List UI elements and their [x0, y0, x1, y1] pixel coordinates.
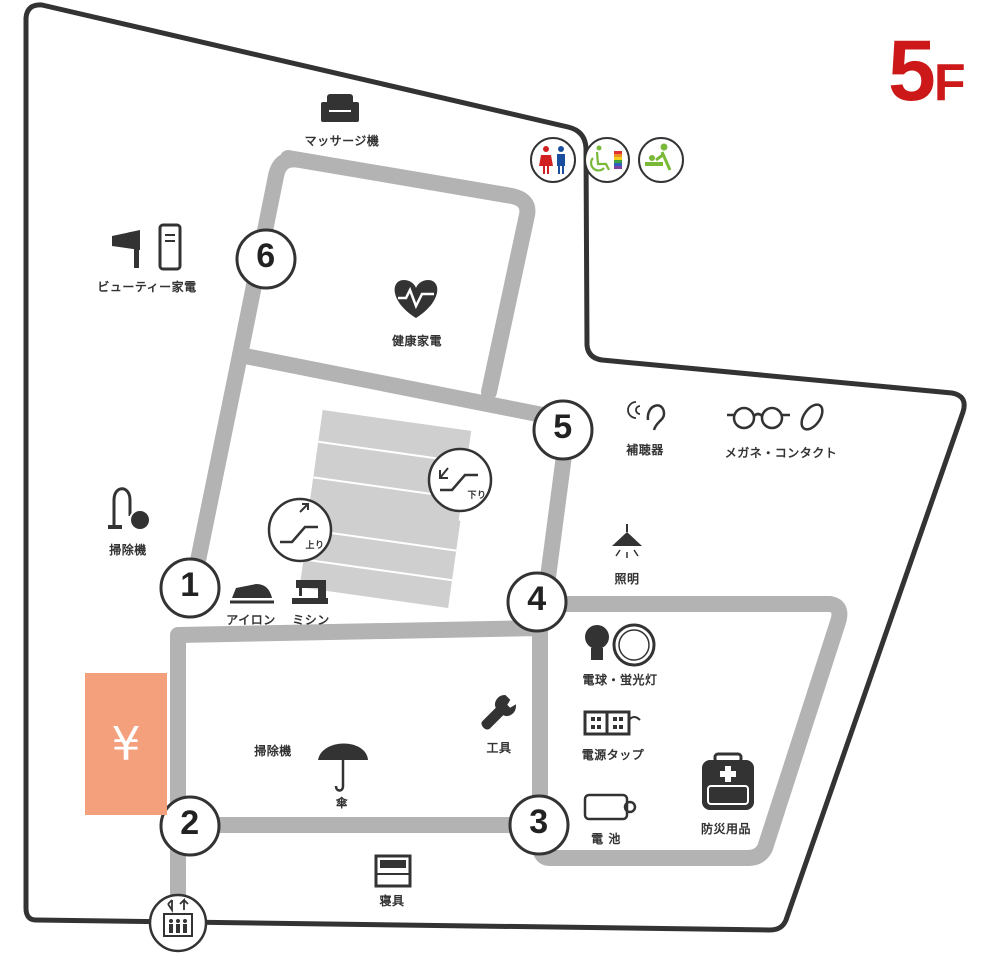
light-bulb-icon [585, 623, 656, 667]
escalator-up-label: 上り [305, 541, 325, 551]
escalator-down-icon[interactable] [427, 447, 493, 513]
walkway-right-loop [532, 596, 848, 866]
area-markers [159, 228, 594, 857]
walkway-upper-block [232, 150, 536, 400]
heart-pulse-icon [394, 280, 438, 318]
vacuum-cleaner-icon [108, 487, 151, 531]
marker-2[interactable] [159, 795, 221, 857]
marker-6[interactable] [235, 228, 297, 290]
zone-label-hearing-aid: 補聴器 [626, 443, 664, 457]
iron-icon [230, 584, 274, 604]
hair-dryer-icon [112, 223, 182, 271]
zone-label-umbrella: 傘 [335, 796, 349, 810]
zone-label-tools: 工具 [486, 741, 512, 755]
elevator-icon[interactable] [148, 893, 208, 953]
marker-5-label: 5 [553, 408, 573, 446]
atm-yen-icon[interactable]: ¥ [85, 673, 167, 815]
power-strip-icon [583, 710, 641, 736]
zone-label-disaster-supplies: 防災用品 [700, 822, 752, 836]
zone-label-iron: アイロン [226, 613, 276, 627]
marker-6-label: 6 [256, 237, 276, 275]
zone-label-power-strip: 電源タップ [581, 748, 645, 762]
zone-label-glasses-contacts: メガネ・コンタクト [724, 446, 838, 460]
zone-label-massage-chair: マッサージ機 [304, 134, 380, 148]
bed-icon [374, 854, 412, 888]
escalator-up-stripes [299, 499, 461, 609]
wrench-icon [481, 694, 517, 730]
marker-1-label: 1 [180, 566, 200, 604]
floor-number-digit: 5 [888, 23, 936, 119]
hearing-aid-icon [627, 401, 666, 431]
zone-label-beauty-appliances: ビューティー家電 [97, 280, 197, 294]
marker-3[interactable] [508, 794, 570, 856]
floor-number-suffix: F [933, 54, 966, 112]
zone-label-bulbs-fluorescent: 電球・蛍光灯 [582, 673, 658, 687]
accessible-restroom-icon[interactable] [584, 137, 630, 183]
zone-label-vacuum-upper: 掃除機 [109, 543, 147, 557]
battery-icon [583, 793, 637, 821]
marker-5[interactable] [532, 399, 594, 461]
massage-chair-icon [321, 94, 359, 122]
marker-2-label: 2 [180, 804, 200, 842]
glasses-icon [727, 403, 824, 431]
zone-label-bedding: 寝具 [379, 894, 405, 908]
zone-label-health-appliances: 健康家電 [391, 334, 443, 348]
escalator-up-icon[interactable] [267, 497, 333, 563]
walkway-middle-loop [170, 620, 548, 913]
ceiling-lamp-icon [612, 524, 642, 558]
restroom-icon[interactable] [530, 137, 576, 183]
sewing-machine-icon [292, 580, 328, 604]
zone-label-lighting: 照明 [614, 572, 640, 586]
zone-label-batteries: 電 池 [591, 832, 621, 846]
escalator-down-label: 下り [467, 491, 487, 501]
marker-4[interactable] [506, 571, 568, 633]
zone-label-vacuum-lower: 掃除機 [254, 744, 292, 758]
marker-3-label: 3 [529, 803, 549, 841]
floor-number: 5F [888, 22, 966, 121]
walkways [170, 150, 848, 913]
marker-1[interactable] [159, 557, 221, 619]
zone-label-sewing-machine: ミシン [292, 613, 330, 627]
baby-changing-icon[interactable] [638, 137, 684, 183]
emergency-backpack-icon [702, 752, 754, 810]
umbrella-icon [318, 743, 368, 792]
marker-4-label: 4 [527, 580, 547, 618]
walkway-left-diagonal [184, 347, 248, 598]
walkway-upper-cross [232, 347, 576, 428]
